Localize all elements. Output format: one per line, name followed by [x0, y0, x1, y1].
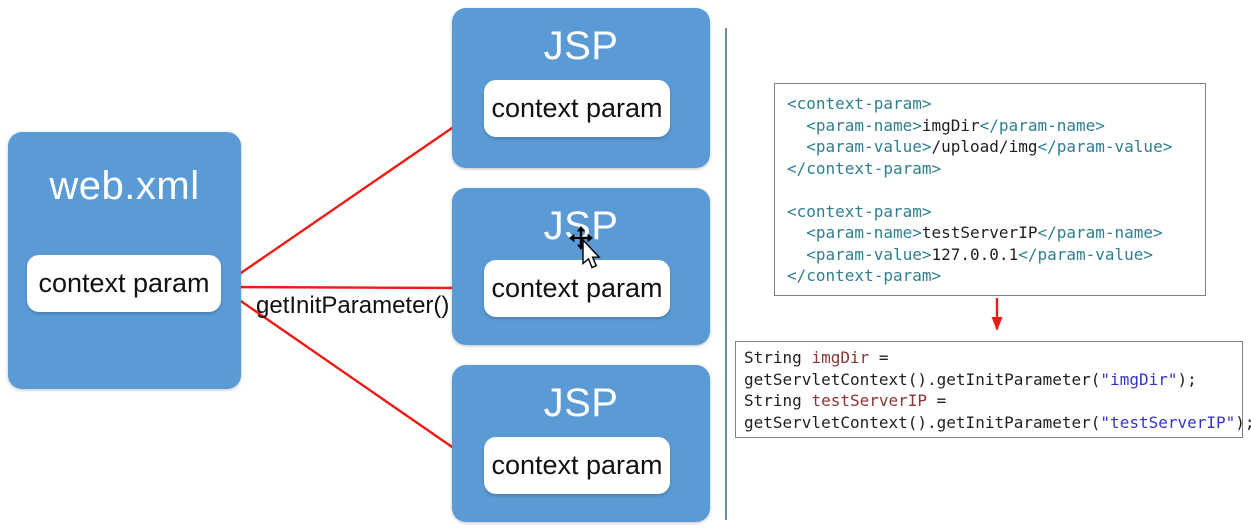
- jsp-bottom-title: JSP: [543, 381, 619, 425]
- code-line: <param-value>127.0.0.1</param-value>: [787, 244, 1154, 264]
- jsp-box-middle: JSP context param: [452, 188, 710, 345]
- code-line: [787, 179, 1193, 201]
- arrow-webxml-to-jsp-top: [221, 115, 470, 287]
- arrow-webxml-to-jsp-middle: [221, 282, 469, 294]
- code-line: <context-param>: [787, 201, 932, 221]
- code-line: <context-param>: [787, 94, 932, 113]
- jsp-box-bottom: JSP context param: [452, 365, 710, 522]
- code-line: <param-name>testServerIP</param-name>: [787, 223, 1163, 242]
- webxml-title: web.xml: [49, 164, 200, 208]
- jsp-top-context-param-pill: context param: [484, 80, 670, 137]
- code-line: </context-param>: [787, 158, 942, 178]
- code-line: String imgDir =: [744, 348, 889, 367]
- code-line: getServletContext().getInitParameter("te…: [744, 412, 1251, 432]
- code-line: getServletContext().getInitParameter("im…: [744, 369, 1197, 389]
- xml-code-block: <context-param> <param-name>imgDir</para…: [774, 83, 1206, 296]
- code-line: <param-name>imgDir</param-name>: [787, 115, 1105, 135]
- jsp-bottom-context-param-pill: context param: [484, 437, 670, 494]
- java-code-block: String imgDir = getServletContext().getIn…: [735, 341, 1251, 438]
- jsp-middle-context-param-pill: context param: [484, 260, 670, 317]
- webxml-box: web.xml context param: [8, 132, 241, 389]
- code-line: </context-param>: [787, 266, 942, 285]
- jsp-middle-title: JSP: [543, 204, 619, 248]
- jsp-box-top: JSP context param: [452, 8, 710, 168]
- webxml-context-param-pill: context param: [27, 255, 221, 312]
- jsp-top-title: JSP: [543, 24, 619, 68]
- code-line: String testServerIP =: [744, 391, 947, 410]
- get-init-parameter-label: getInitParameter(): [256, 292, 450, 319]
- code-line: <param-value>/upload/img</param-value>: [787, 137, 1173, 156]
- section-divider: [725, 28, 727, 520]
